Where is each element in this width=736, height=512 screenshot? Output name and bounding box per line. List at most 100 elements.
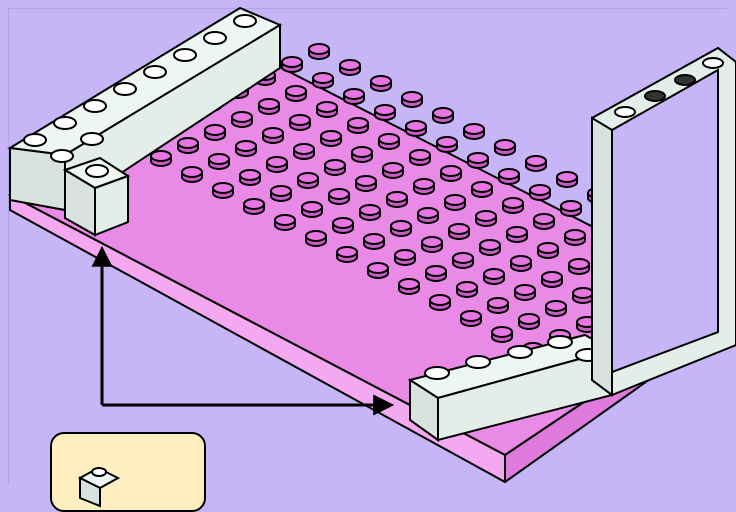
plate-stud — [313, 73, 333, 88]
plate-stud — [371, 76, 391, 91]
plate-stud — [213, 183, 233, 198]
plate-stud — [565, 230, 585, 245]
plate-stud — [410, 150, 430, 165]
plate-stud — [449, 224, 469, 239]
rear-brick-stud — [54, 117, 76, 129]
plate-stud — [325, 160, 345, 175]
plate-stud — [337, 247, 357, 262]
plate-stud — [426, 266, 446, 281]
plate-stud — [422, 237, 442, 252]
plate-stud — [309, 44, 329, 59]
plate-stud — [453, 253, 473, 268]
plate-stud — [441, 166, 461, 181]
plate-stud — [569, 259, 589, 274]
plate-stud — [399, 279, 419, 294]
plate-stud — [275, 215, 295, 230]
plate-stud — [430, 295, 450, 310]
plate-stud — [534, 214, 554, 229]
rear-brick-stud — [24, 134, 46, 146]
plate-stud — [383, 163, 403, 178]
plate-stud — [356, 176, 376, 191]
plate-stud — [209, 154, 229, 169]
plate-stud — [236, 141, 256, 156]
plate-stud — [317, 102, 337, 117]
plate-stud — [395, 250, 415, 265]
plate-stud — [573, 288, 593, 303]
plate-stud — [402, 92, 422, 107]
parts-callout — [50, 432, 206, 512]
plate-stud — [360, 205, 380, 220]
rear-brick-stud — [51, 150, 73, 162]
plate-stud — [495, 140, 515, 155]
plate-stud — [205, 125, 225, 140]
rear-brick-stud — [234, 15, 256, 27]
plate-stud — [445, 195, 465, 210]
plate-stud — [519, 314, 539, 329]
plate-stud — [271, 186, 291, 201]
plate-stud — [302, 202, 322, 217]
rear-brick-stud — [114, 83, 136, 95]
rear-brick-stud — [144, 66, 166, 78]
plate-stud — [515, 285, 535, 300]
plate-stud — [267, 157, 287, 172]
plate-stud — [484, 269, 504, 284]
plate-stud — [488, 298, 508, 313]
plate-stud — [263, 128, 283, 143]
plate-stud — [344, 89, 364, 104]
plate-stud — [329, 189, 349, 204]
plate-stud — [368, 263, 388, 278]
plate-stud — [387, 192, 407, 207]
plate-stud — [437, 137, 457, 152]
plate-stud — [240, 170, 260, 185]
rear-brick-stud — [204, 32, 226, 44]
plate-stud — [461, 311, 481, 326]
plate-stud — [290, 115, 310, 130]
plate-stud — [503, 198, 523, 213]
plate-stud — [340, 60, 360, 75]
plate-stud — [542, 272, 562, 287]
plate-stud — [391, 221, 411, 236]
plate-stud — [464, 124, 484, 139]
plate-stud — [492, 327, 512, 342]
single-brick-icon — [70, 458, 130, 508]
small-brick-left — [65, 158, 128, 235]
plate-stud — [379, 134, 399, 149]
plate-stud — [259, 99, 279, 114]
plate-stud — [499, 169, 519, 184]
rear-brick-stud — [81, 133, 103, 145]
plate-stud — [538, 243, 558, 258]
door-frame — [592, 48, 736, 395]
plate-stud — [352, 147, 372, 162]
plate-stud — [348, 118, 368, 133]
plate-stud — [286, 86, 306, 101]
plate-stud — [321, 131, 341, 146]
plate-stud — [480, 240, 500, 255]
plate-stud — [294, 144, 314, 159]
plate-stud — [364, 234, 384, 249]
plate-stud — [414, 179, 434, 194]
plate-stud — [406, 121, 426, 136]
plate-stud — [433, 108, 453, 123]
plate-stud — [232, 112, 252, 127]
plate-stud — [298, 173, 318, 188]
plate-stud — [561, 201, 581, 216]
plate-stud — [557, 172, 577, 187]
assembly-scene — [0, 0, 736, 483]
plate-stud — [511, 256, 531, 271]
plate-stud — [476, 211, 496, 226]
plate-stud — [546, 301, 566, 316]
plate-stud — [178, 138, 198, 153]
plate-stud — [472, 182, 492, 197]
plate-stud — [418, 208, 438, 223]
plate-stud — [468, 153, 488, 168]
plate-stud — [530, 185, 550, 200]
plate-stud — [306, 231, 326, 246]
plate-stud — [507, 227, 527, 242]
plate-stud — [182, 167, 202, 182]
plate-stud — [375, 105, 395, 120]
plate-stud — [333, 218, 353, 233]
rear-brick-stud — [84, 100, 106, 112]
plate-stud — [244, 199, 264, 214]
plate-stud — [457, 282, 477, 297]
plate-stud — [282, 57, 302, 72]
